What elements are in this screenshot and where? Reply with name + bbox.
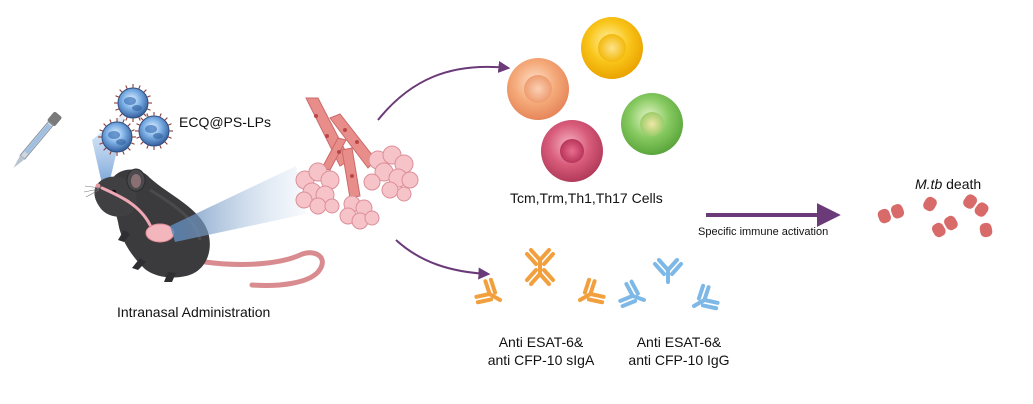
arrow-to-antibodies xyxy=(395,239,491,280)
nanoparticle-icon xyxy=(97,83,174,157)
antibody-icon xyxy=(472,248,608,314)
igg-antibody-left xyxy=(616,278,651,315)
antibody-icon-igg xyxy=(616,258,722,320)
cells-label: Tcm,Trm,Th1,Th17 Cells xyxy=(510,190,663,206)
immune-cell-icon xyxy=(507,17,683,182)
siga-antibody-top-inv xyxy=(525,260,555,286)
siga-label-line2: anti CFP-10 sIgA xyxy=(487,351,595,368)
bacteria-icon xyxy=(877,194,993,238)
arrow-to-cells xyxy=(377,61,511,121)
siga-antibody-left xyxy=(472,275,509,314)
immune-cell-orange xyxy=(507,58,569,120)
siga-antibody-right xyxy=(571,275,608,314)
immune-cell-yellow xyxy=(581,17,643,79)
administration-label: Intranasal Administration xyxy=(117,304,271,320)
lung-icon xyxy=(295,97,419,230)
death-label: M.tb death xyxy=(915,176,981,194)
zoom-beam xyxy=(170,166,306,242)
igg-label-line1: Anti ESAT-6& xyxy=(636,334,722,350)
igg-label: Anti ESAT-6& anti CFP-10 IgG xyxy=(614,334,744,369)
immune-cell-green xyxy=(621,93,683,155)
activation-label: Specific immune activation xyxy=(698,226,829,238)
nanoparticle-label: ECQ@PS-LPs xyxy=(179,114,272,130)
immune-cell-red xyxy=(541,120,603,182)
igg-label-line2: anti CFP-10 IgG xyxy=(628,351,730,368)
siga-label: Anti ESAT-6& anti CFP-10 sIgA xyxy=(471,334,611,369)
death-word: death xyxy=(942,176,982,192)
death-species: M.tb xyxy=(915,176,943,192)
dropper-icon xyxy=(13,111,62,168)
siga-label-line1: Anti ESAT-6& xyxy=(498,334,584,350)
igg-antibody-right xyxy=(685,281,722,320)
igg-antibody-top xyxy=(653,258,683,284)
